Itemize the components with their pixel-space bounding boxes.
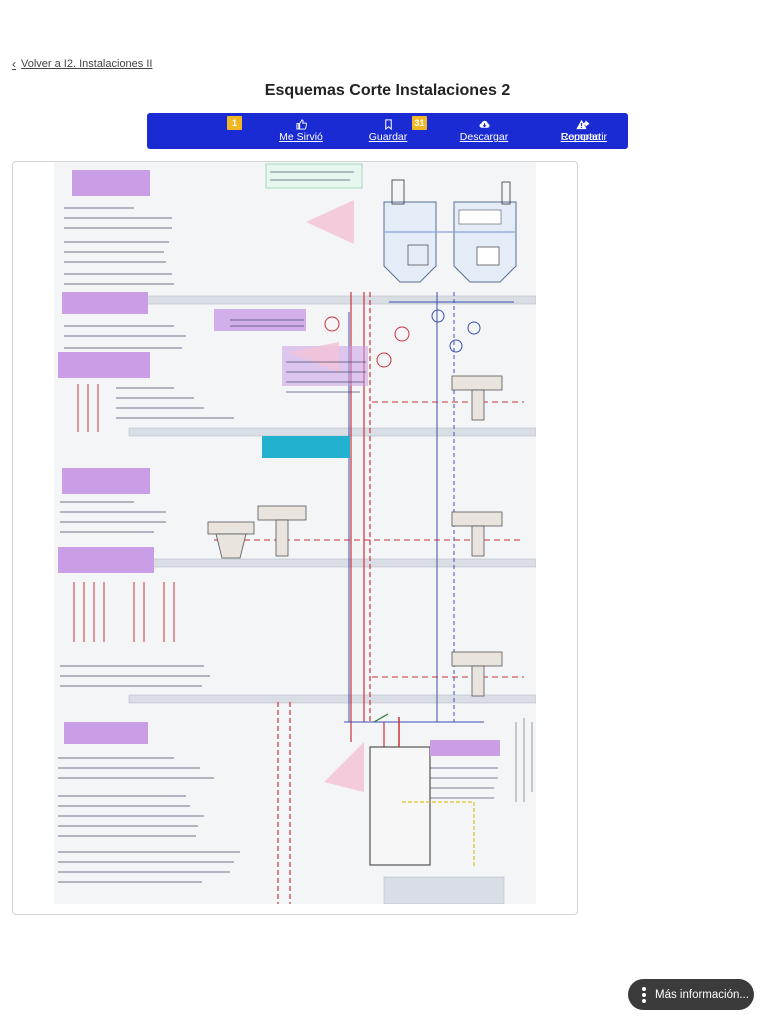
share-icon — [579, 119, 590, 130]
warning-icon — [575, 119, 587, 130]
reportar-button[interactable]: Reportar — [541, 113, 621, 149]
guardar-label: Guardar — [368, 131, 408, 143]
document-page-image — [54, 162, 536, 904]
more-info-button[interactable]: Más información... — [628, 979, 754, 1010]
page-title: Esquemas Corte Instalaciones 2 — [264, 82, 511, 99]
hand-drawn-scheme-sheet — [54, 162, 536, 904]
me-sirvio-label: Me Sirvió — [279, 131, 323, 143]
back-link[interactable]: ‹ Volver a I2. Instalaciones II — [12, 57, 152, 71]
compartir-label: Compartir — [560, 131, 608, 143]
descargar-label: Descargar — [459, 131, 509, 143]
back-link-label: Volver a I2. Instalaciones II — [21, 58, 153, 70]
chevron-left-icon: ‹ — [12, 57, 16, 71]
reportar-label: Reportar — [560, 131, 602, 143]
guardar-button[interactable]: Guardar — [348, 113, 428, 149]
likes-count-badge: 1 — [227, 116, 242, 130]
descargar-button[interactable]: Descargar — [444, 113, 524, 149]
cloud-download-icon — [478, 119, 490, 130]
thumbs-up-icon — [295, 119, 307, 130]
bookmark-icon — [383, 119, 394, 130]
downloads-count-badge: 31 — [412, 116, 427, 130]
more-info-label: Más información... — [655, 988, 749, 1001]
me-sirvio-button[interactable]: Me Sirvió — [261, 113, 341, 149]
more-vertical-icon — [642, 986, 646, 1003]
document-toolbar: Me Sirvió 1 Guardar Descargar 31 Compart… — [147, 113, 628, 149]
compartir-button[interactable]: Compartir — [544, 113, 624, 149]
